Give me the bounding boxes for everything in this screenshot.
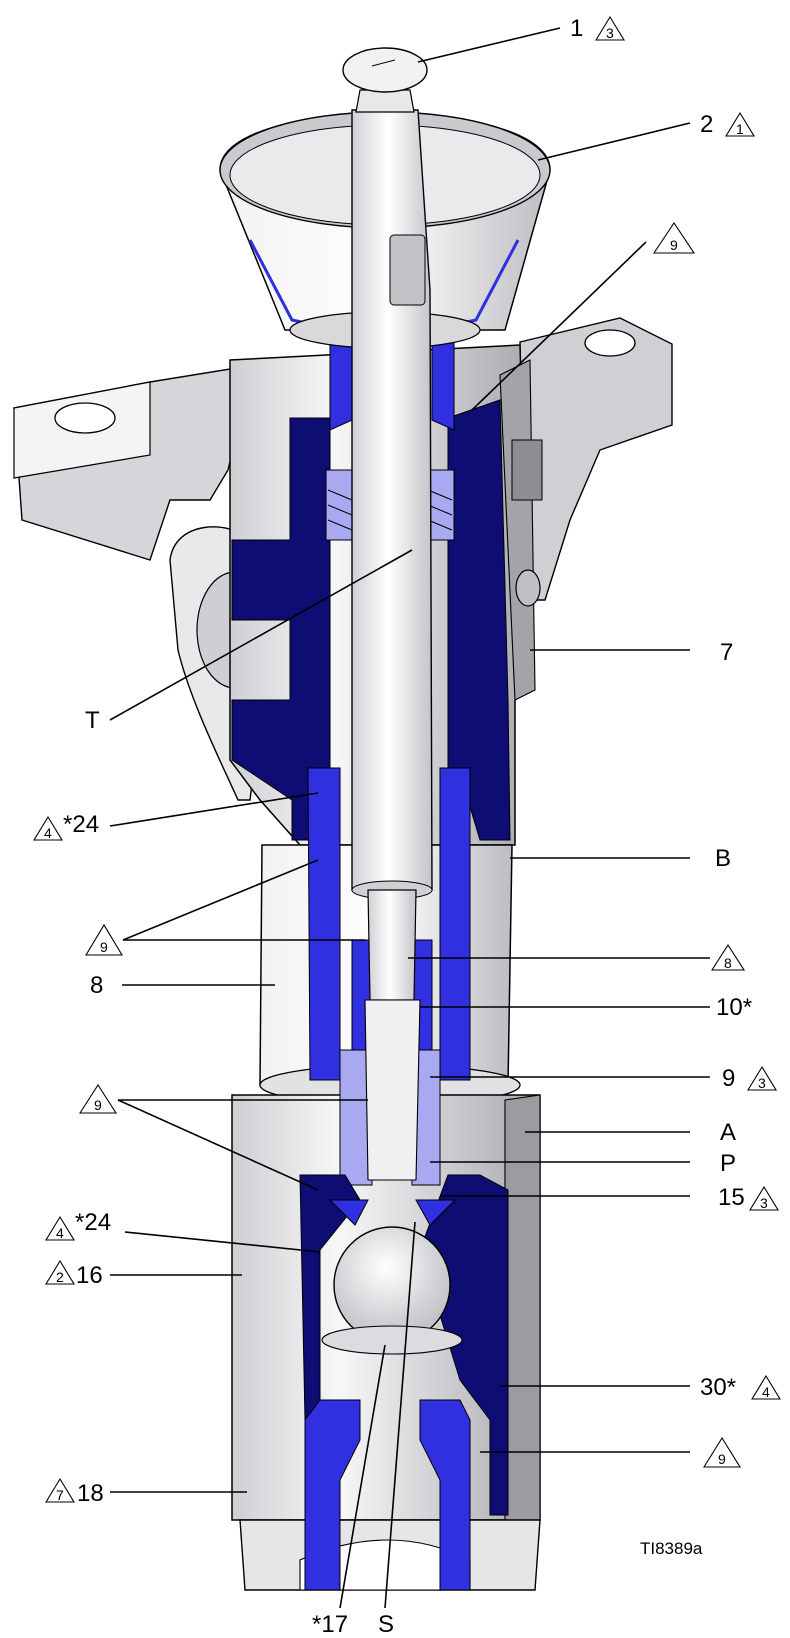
- note-number: 3: [758, 1075, 766, 1091]
- note-triangle-icon: [751, 1374, 781, 1400]
- note-number: 4: [56, 1225, 64, 1241]
- note-number: 3: [606, 25, 614, 41]
- note-number: 7: [56, 1487, 64, 1503]
- callout-label: 2: [700, 111, 713, 138]
- note-number: 8: [724, 955, 732, 971]
- right-ear-hole: [584, 329, 636, 357]
- note-number: 1: [736, 121, 744, 137]
- note-number: 9: [670, 237, 678, 253]
- note-triangle-icon: [78, 1083, 118, 1114]
- leader-lines: [109, 27, 710, 1609]
- callout-label: B: [715, 845, 731, 872]
- leader-1: [417, 27, 561, 63]
- note-number: 3: [760, 1195, 768, 1211]
- callout-label: *24: [75, 1209, 111, 1236]
- leader-S: [384, 1221, 416, 1609]
- callout-label: P: [720, 1150, 736, 1177]
- note-number: 4: [44, 825, 52, 841]
- intake-sleeve-left: [304, 1399, 361, 1591]
- note-number: 9: [718, 1451, 726, 1467]
- leader-9-lower-b: [117, 1099, 319, 1191]
- note-triangle-icon: [703, 1436, 741, 1468]
- note-number: 9: [94, 1097, 102, 1113]
- ball-check: [321, 1199, 463, 1355]
- note-triangle-icon: [45, 1215, 75, 1241]
- note-triangle-icon: [710, 943, 746, 971]
- callout-label: 16: [76, 1262, 103, 1289]
- note-triangle-icon: [595, 15, 625, 41]
- callout-label: *24: [63, 811, 99, 838]
- note-triangle-icon: [652, 222, 696, 254]
- note-number: 9: [100, 939, 108, 955]
- note-triangle-icon: [725, 111, 755, 137]
- callout-label: 7: [720, 639, 733, 666]
- callout-label: 30*: [700, 1374, 736, 1401]
- rod-button-head: [342, 47, 428, 93]
- throat-packings-left: [325, 469, 355, 541]
- throat-sleeve-right: [431, 334, 455, 431]
- note-number: 4: [762, 1384, 770, 1400]
- note-triangle-icon: [749, 1185, 779, 1211]
- callout-label: 1: [570, 15, 583, 42]
- callout-labels: 1 3 2 1 9 7 T 4 *24 B 9 8 8 10* 9 3: [33, 15, 781, 1638]
- ball-seat-lower: [321, 1325, 463, 1355]
- leader-24-lower: [124, 1231, 321, 1253]
- right-mounting-ear: [519, 317, 673, 601]
- note-triangle-icon: [747, 1065, 777, 1091]
- throat-sleeve-left: [329, 334, 353, 431]
- displacement-rod: [342, 47, 433, 1181]
- note-triangle-icon: [45, 1259, 75, 1285]
- callout-label: 8: [90, 972, 103, 999]
- ball-seat-right: [415, 1199, 457, 1226]
- intake-valve-stem: [367, 889, 417, 1001]
- callout-label: T: [85, 707, 100, 734]
- callout-label: S: [378, 1611, 394, 1638]
- cylinder-wall-left: [307, 767, 341, 1081]
- note-triangle-icon: [85, 923, 123, 956]
- wrench-flat-upper: [511, 439, 543, 501]
- note-triangle-icon: [33, 815, 63, 841]
- leader-9-mid-a: [122, 859, 319, 941]
- cylinder-wall-right: [439, 767, 471, 1081]
- rod-neck: [355, 89, 415, 113]
- leader-24-upper: [109, 792, 319, 827]
- callout-label: 9: [722, 1065, 735, 1092]
- leader-2: [537, 122, 691, 161]
- callout-label: *17: [312, 1611, 348, 1638]
- rod-wrench-flat: [389, 234, 426, 306]
- intake-sleeve-right: [419, 1399, 471, 1591]
- callout-label: 10*: [716, 994, 752, 1021]
- leader-17: [339, 1344, 386, 1609]
- note-number: 2: [56, 1269, 64, 1285]
- leader-9-top: [471, 241, 647, 411]
- callout-label: A: [720, 1119, 736, 1146]
- intake-valve-cage: [364, 999, 421, 1181]
- leader-T: [109, 549, 413, 721]
- callout-label: 18: [77, 1480, 104, 1507]
- note-triangle-icon: [45, 1477, 75, 1503]
- vent-screw: [515, 569, 541, 607]
- callout-label: 15: [718, 1184, 745, 1211]
- figure-code: TI8389a: [640, 1539, 703, 1558]
- rod-shaft: [351, 109, 433, 891]
- rod-button-mark: [371, 59, 396, 67]
- ball-seat-left: [328, 1199, 369, 1226]
- left-ear-hole: [54, 402, 116, 434]
- foot-valve-right-face: [504, 1094, 541, 1521]
